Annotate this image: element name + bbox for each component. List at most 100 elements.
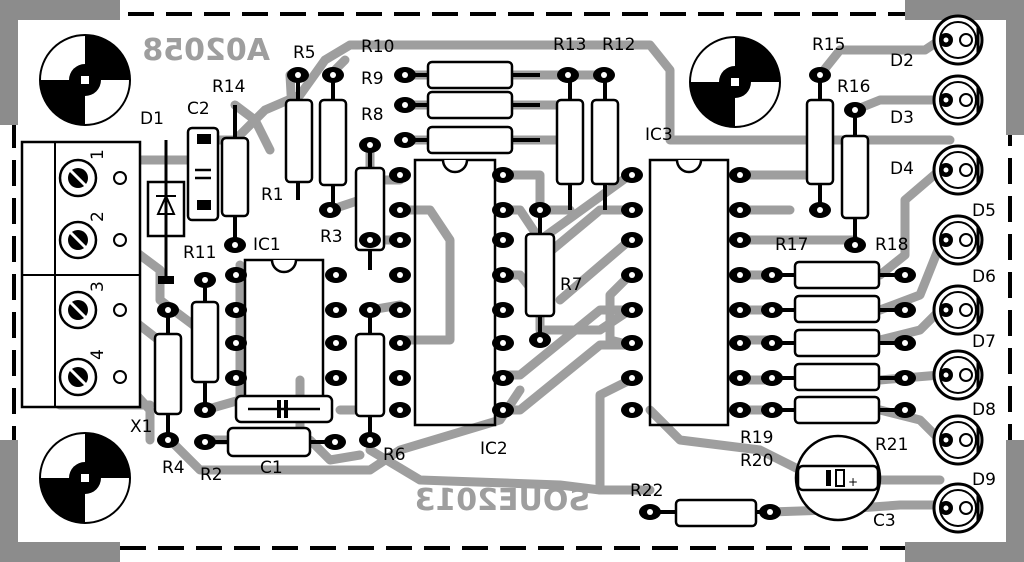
misc-pads [157,67,916,520]
ic1-pad-hole [333,375,339,381]
svg-text:+: + [848,475,858,489]
led-d8 [932,414,984,466]
ic2-outline [413,158,497,427]
label-d2: D2 [890,51,914,71]
ic2-pad-hole [500,207,506,213]
resistor-r9 [400,90,540,120]
ic3-pad-hole [629,307,635,313]
resistor-r3 [354,140,386,270]
ic2-pad-hole [500,340,506,346]
resistor-bank [770,260,905,425]
label-d3: D3 [890,108,914,128]
diode-d1 [146,140,186,284]
label-x1: X1 [130,417,152,437]
pad-hole [202,439,208,445]
resistor-r11 [190,280,220,410]
resistor-r8 [400,125,540,155]
ic3-pad-hole [737,207,743,213]
pin-label-2: 2 [88,211,108,222]
label-r12: R12 [602,35,635,55]
resistor-r4 [153,310,183,440]
capacitor-c2 [186,126,220,222]
led-d9 [932,482,984,534]
ic1-pad-hole [233,340,239,346]
mounting-hole-top-left [39,34,131,126]
pad-hole [330,72,336,78]
ic3-pad-hole [737,237,743,243]
pad-hole [402,102,408,108]
ic3-pad-hole [629,407,635,413]
label-r10: R10 [361,37,394,57]
component-labels: D1 C2 R14 R5 R10 R9 R8 R13 R12 R15 R16 D… [130,35,996,531]
ic2-pad-hole [397,375,403,381]
label-r22: R22 [630,481,663,501]
pad-hole [537,337,543,343]
label-r20: R20 [740,451,773,471]
label-r11: R11 [183,243,216,263]
label-r5: R5 [293,43,316,63]
ic-pads [225,167,751,418]
label-d9: D9 [972,470,996,490]
pad-hole [769,375,775,381]
label-ic3: IC3 [645,125,673,145]
ic3-pad-hole [737,375,743,381]
resistor-r13 [555,75,585,210]
pad-hole [327,207,333,213]
board-code-top: A02058 [142,33,270,68]
ic2-pad-hole [397,272,403,278]
resistor-r16 [840,110,870,245]
pad-hole [402,137,408,143]
ic3-pad-hole [629,272,635,278]
ic2-pad-hole [397,207,403,213]
ic2-pad-hole [397,307,403,313]
label-r4: R4 [162,458,185,478]
label-r13: R13 [553,35,586,55]
connector-x1: 1 2 3 4 [20,140,142,409]
resistor-r15 [805,75,835,210]
ic3-pad-hole [629,237,635,243]
ic1-pad-hole [333,272,339,278]
pin-label-1: 1 [88,149,108,160]
pad-hole [769,272,775,278]
pad-hole [852,107,858,113]
screw-terminal-4 [58,357,127,397]
ic1-pad-hole [333,307,339,313]
label-r17: R17 [775,235,808,255]
led-d2 [932,14,984,66]
label-r16: R16 [837,77,870,97]
label-d5: D5 [972,201,996,221]
board-code-bottom: SOUE2013 [415,483,590,518]
pad-hole [817,72,823,78]
leds [932,14,984,534]
ic2-pad-hole [500,272,506,278]
pad-hole [232,242,238,248]
pad-hole [165,437,171,443]
pad-hole [769,407,775,413]
label-r21: R21 [875,435,908,455]
pad-hole [367,237,373,243]
label-r7: R7 [560,275,583,295]
label-r6: R6 [383,445,406,465]
label-r9: R9 [361,69,384,89]
ic2-pad-hole [500,307,506,313]
ic2-pad-hole [397,237,403,243]
label-d7: D7 [972,332,996,352]
label-r8: R8 [361,105,384,125]
resistor-r5 [284,75,314,200]
pad-hole [565,72,571,78]
label-r1: R1 [261,185,284,205]
label-r18: R18 [875,235,908,255]
ic3-pad-hole [737,172,743,178]
ic3-pad-hole [629,172,635,178]
capacitor-c3: + [794,434,882,522]
label-r2: R2 [200,465,223,485]
screw-terminal-2 [58,220,127,260]
screw-terminal-3 [58,290,127,330]
led-d3 [932,74,984,126]
ic1-pad-hole [333,340,339,346]
pad-hole [902,375,908,381]
ic3-pad-hole [629,207,635,213]
pad-hole [902,340,908,346]
ic3-pad-hole [629,375,635,381]
